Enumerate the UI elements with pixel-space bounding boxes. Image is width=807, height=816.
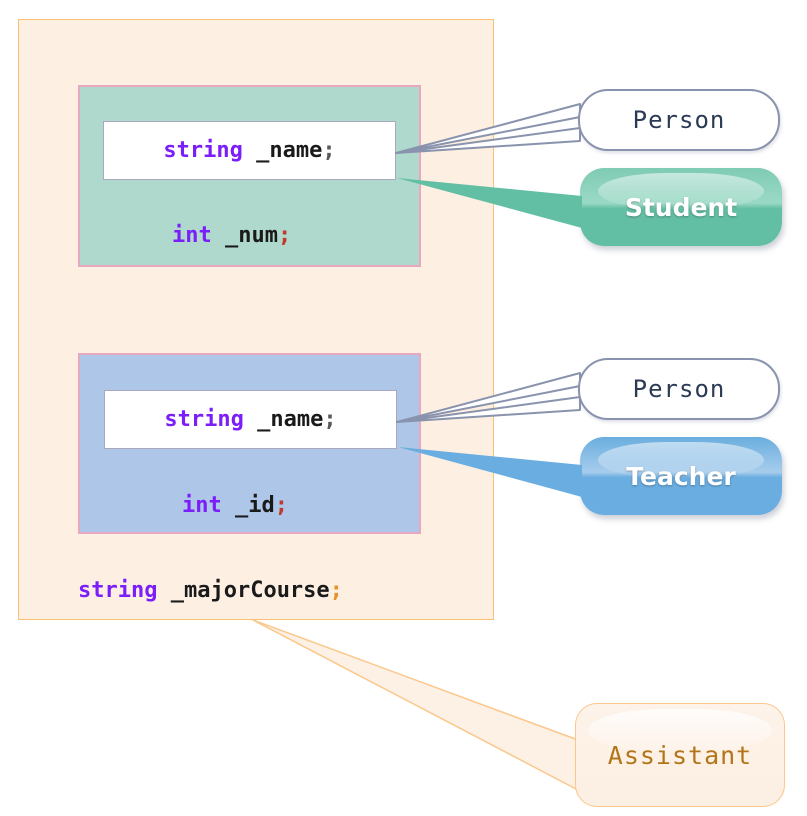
keyword-string: string: [78, 578, 158, 603]
keyword-int: int: [182, 493, 222, 518]
callout-person-student[interactable]: Person: [578, 89, 780, 151]
semicolon: ;: [323, 406, 337, 432]
student-own-field-text: int _num;: [172, 223, 291, 248]
teacher-own-field-text: int _id;: [182, 493, 288, 518]
callout-label: Person: [632, 106, 726, 134]
callout-label: Teacher: [626, 461, 736, 491]
callout-teacher[interactable]: Teacher: [580, 437, 782, 515]
identifier-name: _name: [243, 406, 324, 432]
keyword-string: string: [163, 137, 243, 163]
identifier-name: _name: [242, 137, 323, 163]
identifier-majorcourse: _majorCourse: [157, 578, 330, 603]
teacher-inherited-field-text: string _name;: [164, 406, 337, 432]
callout-student[interactable]: Student: [580, 168, 782, 246]
student-own-field: int _num;: [172, 225, 291, 247]
semicolon: ;: [322, 137, 336, 163]
identifier-num: _num: [211, 223, 278, 248]
semicolon: ;: [329, 578, 343, 603]
keyword-int: int: [172, 223, 212, 248]
keyword-string: string: [164, 406, 244, 432]
semicolon: ;: [274, 493, 288, 518]
assistant-own-field: string _majorCourse;: [78, 580, 343, 602]
teacher-own-field: int _id;: [182, 495, 288, 517]
identifier-id: _id: [221, 493, 275, 518]
callout-label: Person: [632, 375, 726, 403]
callout-label: Assistant: [607, 740, 753, 770]
student-inherited-field-text: string _name;: [163, 137, 336, 163]
assistant-own-field-text: string _majorCourse;: [78, 578, 343, 603]
callout-assistant[interactable]: Assistant: [575, 703, 785, 807]
assistant-tail: [252, 619, 579, 791]
semicolon: ;: [277, 223, 292, 248]
teacher-inherited-field-box: string _name;: [104, 390, 397, 449]
student-inherited-field-box: string _name;: [103, 121, 396, 180]
callout-person-teacher[interactable]: Person: [578, 358, 780, 420]
callout-label: Student: [624, 192, 738, 222]
